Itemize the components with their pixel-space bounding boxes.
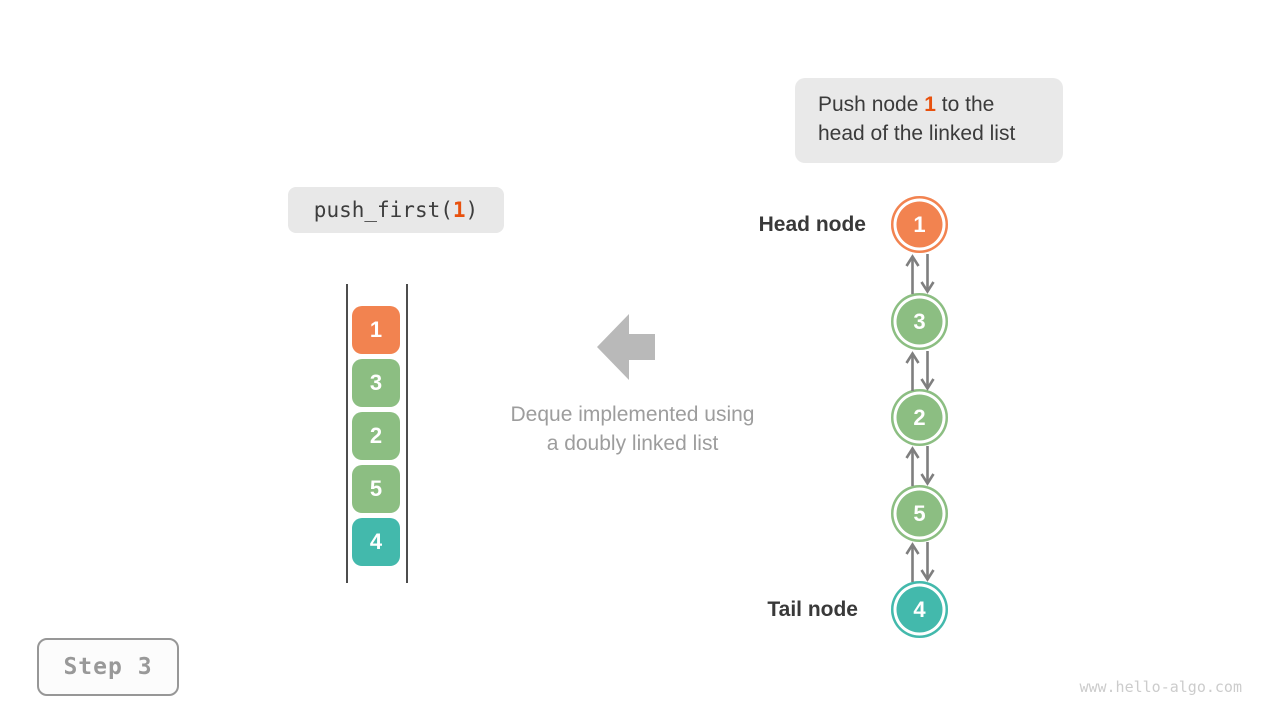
list-node: 3 xyxy=(891,293,948,350)
double-arrow-icon xyxy=(905,254,935,294)
callout-text: to the xyxy=(935,93,995,116)
code-arg: 1 xyxy=(452,198,466,222)
head-node-label: Head node xyxy=(758,213,866,236)
list-node: 1 xyxy=(891,196,948,253)
double-arrow-icon xyxy=(905,542,935,582)
callout-box: Push node 1 to the head of the linked li… xyxy=(795,78,1063,163)
watermark: www.hello-algo.com xyxy=(1079,678,1242,696)
caption-line1: Deque implemented using xyxy=(510,403,755,426)
tail-node-label: Tail node xyxy=(767,598,858,621)
code-text: push_first( xyxy=(313,198,453,222)
step-badge: Step 3 xyxy=(37,638,179,696)
code-text: ) xyxy=(465,198,479,222)
caption-line2: a doubly linked list xyxy=(546,432,719,455)
code-label: push_first(1) xyxy=(288,187,504,233)
list-node: 4 xyxy=(891,581,948,638)
caption-text: Deque implemented using a doubly linked … xyxy=(460,400,805,458)
deque-wall-right xyxy=(406,284,408,583)
double-arrow-icon xyxy=(905,446,935,486)
deque-cell: 1 xyxy=(352,306,400,354)
callout-text: head of the linked list xyxy=(818,122,1016,145)
left-arrow-icon xyxy=(597,314,655,380)
step-label: Step 3 xyxy=(63,654,153,680)
callout-highlight-value: 1 xyxy=(924,93,936,116)
double-arrow-icon xyxy=(905,351,935,391)
list-node: 2 xyxy=(891,389,948,446)
deque-cell: 2 xyxy=(352,412,400,460)
callout-text: Push node xyxy=(818,93,925,116)
deque-cell: 4 xyxy=(352,518,400,566)
deque-cell: 5 xyxy=(352,465,400,513)
list-node: 5 xyxy=(891,485,948,542)
deque-cell: 3 xyxy=(352,359,400,407)
deque-wall-left xyxy=(346,284,348,583)
